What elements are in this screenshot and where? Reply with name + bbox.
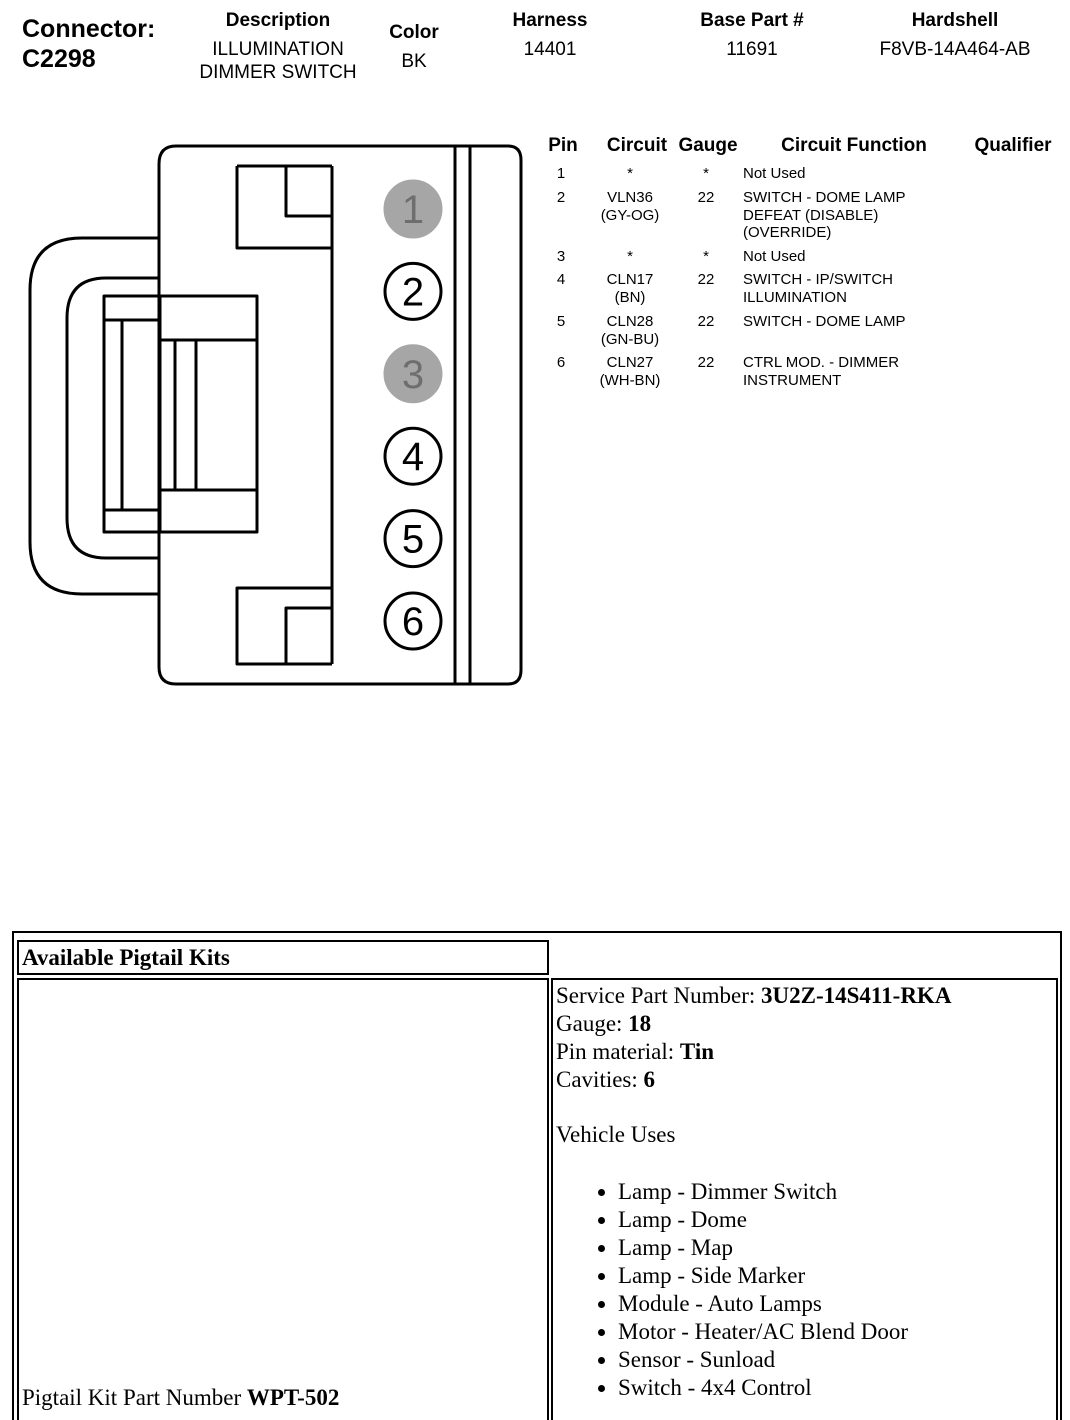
description-column: Description ILLUMINATION DIMMER SWITCH <box>180 10 376 84</box>
pin-number: 6 <box>556 354 566 371</box>
circuit-header: Circuit <box>606 135 668 156</box>
vehicle-use-item: Lamp - Dome <box>618 1206 951 1234</box>
pin-cavity-label: 5 <box>402 518 424 562</box>
vehicle-use-item: Lamp - Map <box>618 1234 951 1262</box>
qualifier-header: Qualifier <box>974 135 1052 156</box>
vehicle-use-item: Module - Auto Lamps <box>618 1290 951 1318</box>
circuit-code: CLN17(BN) <box>606 271 654 306</box>
hardshell-label: Hardshell <box>911 10 999 31</box>
circuit-code: * <box>627 248 633 265</box>
circuit-function: Not Used <box>743 248 806 265</box>
pin-cavity-label: 2 <box>402 270 424 314</box>
wire-gauge: * <box>703 165 709 182</box>
wire-gauge: * <box>703 248 709 265</box>
pigtail-kit-part-number: Pigtail Kit Part Number WPT-502 <box>22 1385 340 1410</box>
hardshell-column: Hardshell F8VB-14A464-AB <box>855 10 1055 61</box>
pin-number: 4 <box>556 271 566 288</box>
pigtail-specs: Service Part Number: 3U2Z-14S411-RKA Gau… <box>556 982 951 1402</box>
vehicle-uses-list: Lamp - Dimmer SwitchLamp - DomeLamp - Ma… <box>556 1178 951 1402</box>
pin-cavity-label: 6 <box>402 600 424 644</box>
pigtail-image-cell: Pigtail Kit Part Number WPT-502 <box>17 978 549 1420</box>
pin-cavity-5 <box>383 509 443 569</box>
gauge-spec: Gauge: 18 <box>556 1011 652 1036</box>
wire-gauge: 22 <box>697 313 715 330</box>
pigtail-outer-frame <box>12 931 1062 1420</box>
connector-heading: Connector: C2298 <box>22 14 155 74</box>
pin-cavity-label: 1 <box>402 188 424 232</box>
hardshell-value: F8VB-14A464-AB <box>879 39 1031 60</box>
vehicle-use-item: Switch - 4x4 Control <box>618 1374 951 1402</box>
circuit-function: Not Used <box>743 165 806 182</box>
pin-material-spec: Pin material: Tin <box>556 1039 715 1064</box>
circuit-code: CLN28(GN-BU) <box>600 313 660 348</box>
pin-cavity-6 <box>383 591 443 651</box>
pin-table: Pin Circuit Gauge Circuit Function Quali… <box>545 135 1065 415</box>
circuit-code: * <box>627 165 633 182</box>
pin-cavity-3 <box>383 344 443 404</box>
vehicle-use-item: Sensor - Sunload <box>618 1346 951 1374</box>
wire-gauge: 22 <box>697 189 715 206</box>
pin-cavity-label: 4 <box>402 435 424 479</box>
pin-cavities: 1 2 3 4 5 6 <box>383 179 443 651</box>
pin-number: 1 <box>556 165 566 182</box>
pin-header: Pin <box>548 135 578 156</box>
circuit-function-header: Circuit Function <box>781 135 927 156</box>
description-value-line2: DIMMER SWITCH <box>199 62 357 83</box>
pin-cavity-label: 3 <box>402 353 424 397</box>
connector-id: C2298 <box>22 45 96 73</box>
pin-cavity-4 <box>383 426 443 486</box>
harness-column: Harness 14401 <box>490 10 610 61</box>
circuit-code: CLN27(WH-BN) <box>599 354 661 389</box>
color-value: BK <box>401 51 427 72</box>
vehicle-use-item: Lamp - Dimmer Switch <box>618 1178 951 1206</box>
color-label: Color <box>389 22 439 43</box>
pigtail-info-cell: Service Part Number: 3U2Z-14S411-RKA Gau… <box>551 978 1058 1420</box>
connector-latch-window <box>102 294 259 534</box>
circuit-code: VLN36(GY-OG) <box>600 189 660 224</box>
description-label: Description <box>225 10 331 31</box>
connector-key-notch-bottom <box>284 606 332 664</box>
harness-label: Harness <box>512 10 588 31</box>
service-part-number: Service Part Number: 3U2Z-14S411-RKA <box>556 983 952 1008</box>
vehicle-use-item: Motor - Heater/AC Blend Door <box>618 1318 951 1346</box>
wire-gauge: 22 <box>697 354 715 371</box>
wire-gauge: 22 <box>697 271 715 288</box>
pin-number: 3 <box>556 248 566 265</box>
gauge-header: Gauge <box>678 135 738 156</box>
connector-label: Connector: <box>22 15 156 43</box>
pin-number: 5 <box>556 313 566 330</box>
connector-face-diagram: 1 2 3 4 5 6 <box>28 144 523 686</box>
base-part-column: Base Part # 11691 <box>672 10 832 61</box>
pin-number: 2 <box>556 189 566 206</box>
base-part-value: 11691 <box>726 39 778 60</box>
connector-latch <box>28 236 159 596</box>
connector-inner-wall <box>235 166 334 666</box>
pigtail-section-title: Available Pigtail Kits <box>22 945 230 970</box>
connector-body-outline <box>157 144 523 686</box>
pin-cavity-2 <box>383 261 443 321</box>
color-column: Color BK <box>372 22 456 73</box>
vehicle-uses-label: Vehicle Uses <box>556 1122 676 1147</box>
connector-key-notch-top <box>284 166 332 218</box>
base-part-label: Base Part # <box>700 10 804 31</box>
pigtail-title-cell: Available Pigtail Kits <box>17 940 549 975</box>
vehicle-use-item: Lamp - Side Marker <box>618 1262 951 1290</box>
harness-value: 14401 <box>523 39 577 60</box>
pin-cavity-1 <box>383 179 443 239</box>
circuit-function: SWITCH - DOME LAMP <box>743 313 906 330</box>
description-value-line1: ILLUMINATION <box>212 39 344 60</box>
cavities-spec: Cavities: 6 <box>556 1067 656 1092</box>
